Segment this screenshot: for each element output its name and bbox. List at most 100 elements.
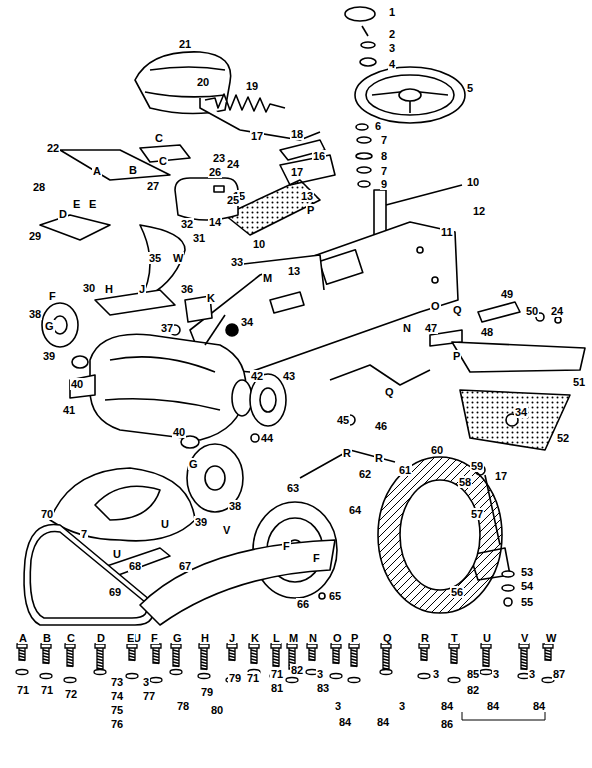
callout-number: 73 bbox=[110, 676, 124, 688]
callout-number: 10 bbox=[252, 238, 266, 250]
callout-number: 74 bbox=[110, 690, 124, 702]
callout-number: 18 bbox=[290, 128, 304, 140]
callout-number: 39 bbox=[42, 350, 56, 362]
callout-letter: A bbox=[92, 165, 102, 177]
callout-letter: F bbox=[282, 540, 291, 552]
callout-letter: C bbox=[66, 632, 76, 644]
callout-letter: R bbox=[420, 632, 430, 644]
callout-number: 81 bbox=[270, 682, 284, 694]
bolt-head bbox=[519, 644, 529, 648]
callout-number: 42 bbox=[250, 370, 264, 382]
callout-number: 34 bbox=[514, 406, 528, 418]
callout-number: 7 bbox=[380, 165, 388, 177]
callout-number: 78 bbox=[176, 700, 190, 712]
callout-letter: V bbox=[222, 524, 231, 536]
callout-letter: F bbox=[48, 290, 57, 302]
bolt-head bbox=[17, 644, 27, 648]
tire bbox=[378, 457, 502, 613]
callout-number: 84 bbox=[376, 716, 390, 728]
callout-number: 59 bbox=[470, 460, 484, 472]
callout-number: 53 bbox=[520, 566, 534, 578]
callout-letter: H bbox=[104, 283, 114, 295]
callout-number: 3 bbox=[334, 700, 342, 712]
callout-letter: K bbox=[206, 292, 216, 304]
callout-letter: Q bbox=[384, 386, 395, 398]
callout-number: 38 bbox=[28, 308, 42, 320]
washer bbox=[380, 670, 392, 675]
callout-number: 3 bbox=[528, 668, 536, 680]
callout-letter: O bbox=[430, 300, 441, 312]
bolt bbox=[351, 646, 357, 666]
callout-number: 57 bbox=[470, 508, 484, 520]
washer bbox=[16, 670, 28, 675]
callout-number: 7 bbox=[380, 134, 388, 146]
callout-number: 6 bbox=[374, 120, 382, 132]
callout-number: 31 bbox=[192, 232, 206, 244]
callout-letter: N bbox=[402, 322, 412, 334]
callout-letter: R bbox=[374, 452, 384, 464]
bolt-head bbox=[227, 644, 237, 648]
bolt-head bbox=[171, 644, 181, 648]
callout-number: 65 bbox=[328, 590, 342, 602]
callout-number: 54 bbox=[520, 580, 534, 592]
callout-number: 8 bbox=[380, 150, 388, 162]
callout-letter: N bbox=[308, 632, 318, 644]
callout-number: 14 bbox=[208, 216, 222, 228]
callout-letter: G bbox=[172, 632, 183, 644]
washer bbox=[170, 670, 182, 675]
callout-number: 37 bbox=[160, 322, 174, 334]
callout-letter: M bbox=[262, 272, 273, 284]
steering-wheel bbox=[355, 67, 465, 123]
callout-letter: W bbox=[545, 632, 557, 644]
callout-number: 69 bbox=[108, 586, 122, 598]
callout-number: 64 bbox=[348, 504, 362, 516]
callout-letter: R bbox=[342, 447, 352, 459]
callout-number: 34 bbox=[240, 316, 254, 328]
callout-letter: O bbox=[332, 632, 343, 644]
washer bbox=[94, 670, 106, 675]
callout-number: 63 bbox=[286, 482, 300, 494]
callout-number: 84 bbox=[486, 700, 500, 712]
callout-letter: V bbox=[520, 632, 529, 644]
callout-number: 20 bbox=[196, 76, 210, 88]
callout-number: 4 bbox=[388, 58, 396, 70]
callout-letter: U bbox=[482, 632, 492, 644]
callout-number: 17 bbox=[290, 166, 304, 178]
washer bbox=[448, 678, 460, 683]
callout-number: 9 bbox=[380, 178, 388, 190]
bolt-head bbox=[331, 644, 341, 648]
callout-number: 71 bbox=[246, 672, 260, 684]
callout-number: 80 bbox=[210, 704, 224, 716]
callout-number: 77 bbox=[142, 690, 156, 702]
bolt bbox=[201, 646, 207, 669]
bolt bbox=[97, 646, 103, 669]
callout-number: 58 bbox=[458, 476, 472, 488]
callout-number: 46 bbox=[374, 420, 388, 432]
callout-number: 26 bbox=[208, 166, 222, 178]
bolt bbox=[173, 646, 179, 666]
bolt-head bbox=[95, 644, 105, 648]
callout-number: 38 bbox=[228, 500, 242, 512]
callout-number: 21 bbox=[178, 38, 192, 50]
callout-letter: Q bbox=[452, 304, 463, 316]
callout-number: 85 bbox=[466, 668, 480, 680]
callout-number: 68 bbox=[128, 560, 142, 572]
bolt bbox=[273, 646, 279, 666]
callout-number: 3 bbox=[142, 676, 150, 688]
callout-letter: W bbox=[172, 252, 184, 264]
callout-number: 52 bbox=[556, 432, 570, 444]
callout-letter: Q bbox=[382, 632, 393, 644]
callout-number: 3 bbox=[316, 668, 324, 680]
callout-number: 84 bbox=[532, 700, 546, 712]
callout-letter: B bbox=[128, 164, 138, 176]
fender bbox=[140, 540, 335, 625]
callout-number: 16 bbox=[312, 150, 326, 162]
callout-number: 17 bbox=[250, 130, 264, 142]
callout-number: 72 bbox=[64, 688, 78, 700]
callout-letter: T bbox=[450, 632, 459, 644]
callout-number: 39 bbox=[194, 516, 208, 528]
callout-letter: A bbox=[18, 632, 28, 644]
callout-number: 41 bbox=[62, 404, 76, 416]
callout-letter: G bbox=[188, 458, 199, 470]
callout-number: 3 bbox=[492, 668, 500, 680]
